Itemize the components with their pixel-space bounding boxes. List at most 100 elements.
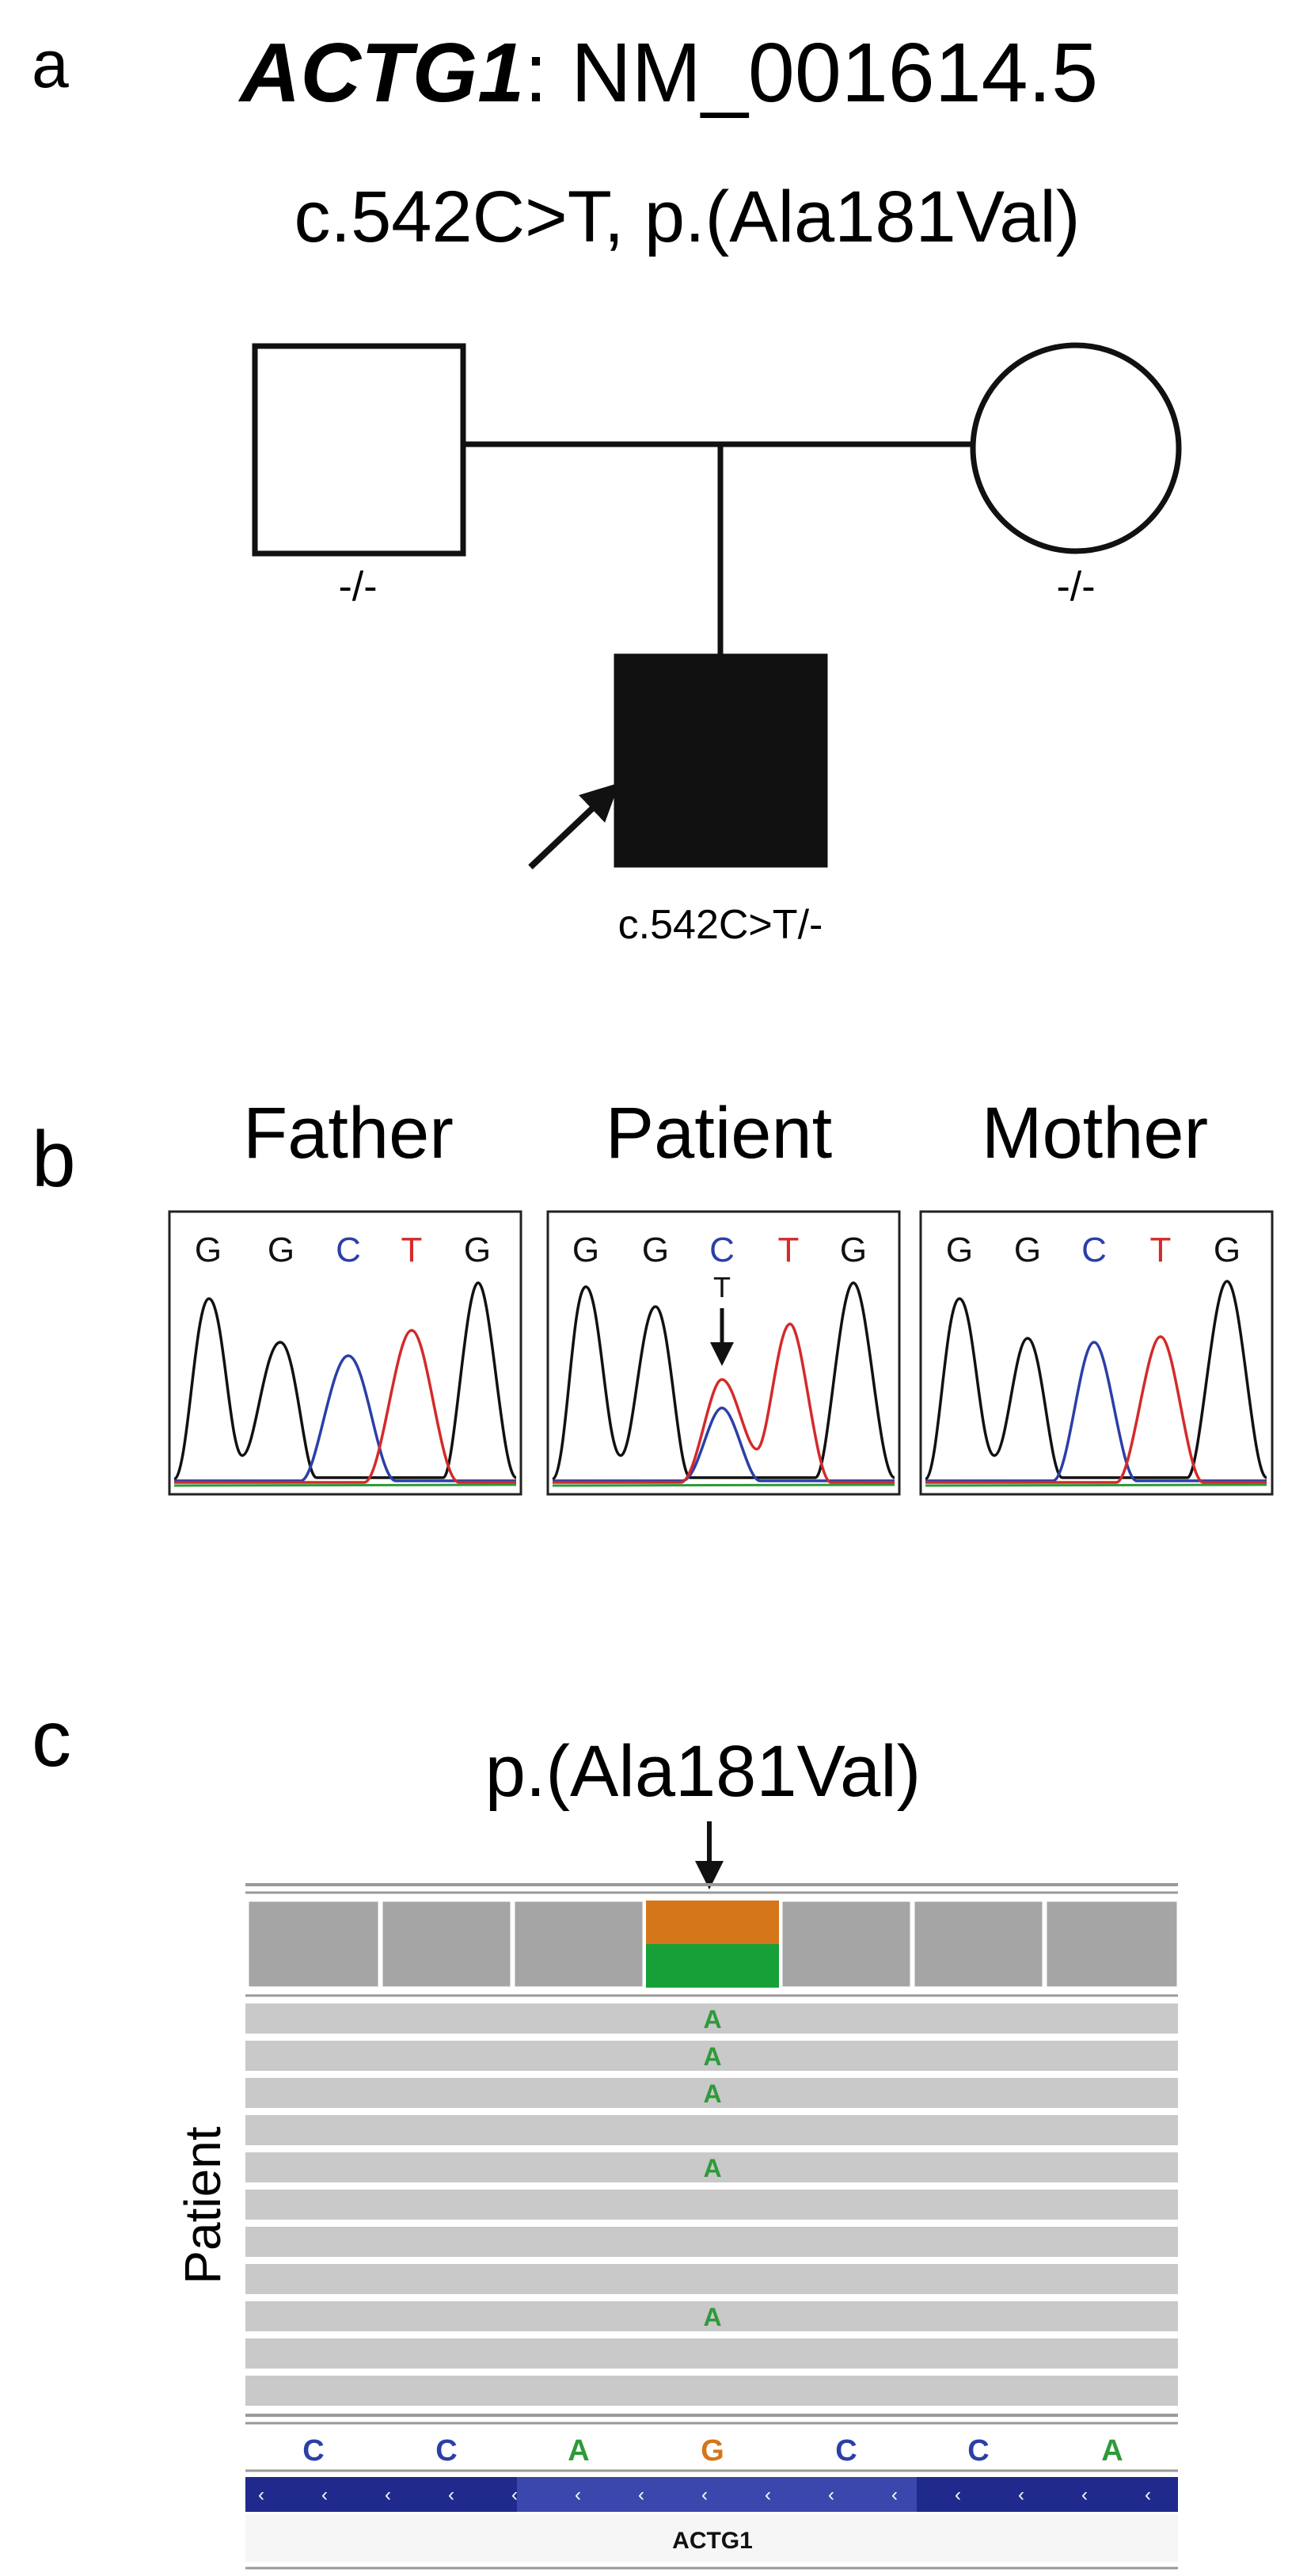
mismatch-base: A: [703, 2079, 721, 2108]
secondary-base-label: T: [713, 1271, 731, 1303]
read: [245, 2115, 1178, 2145]
reference-base: G: [701, 2434, 724, 2468]
trace-t: [174, 1329, 516, 1484]
trace-t: [553, 1322, 895, 1484]
panel-c-letter: c: [32, 1695, 71, 1783]
base-label: C: [336, 1231, 361, 1269]
svg-text:‹: ‹: [765, 2484, 771, 2506]
base-label: T: [401, 1231, 423, 1269]
coverage-alt-allele: [646, 1901, 779, 1944]
panel-a-title: ACTG1: NM_001614.5: [237, 26, 1098, 120]
trace-a: [552, 1483, 895, 1487]
svg-text:‹: ‹: [891, 2484, 898, 2506]
trace-c: [925, 1341, 1267, 1482]
panel-b-letter: b: [32, 1115, 76, 1204]
father-symbol: [252, 343, 466, 557]
gene-name: ACTG1: [237, 26, 524, 120]
base-label: G: [642, 1231, 669, 1269]
trace-g: [924, 1280, 1268, 1481]
mother-label: Mother: [982, 1093, 1208, 1174]
trace-a: [925, 1483, 1267, 1487]
svg-text:‹: ‹: [828, 2484, 834, 2506]
base-label: G: [1214, 1231, 1241, 1269]
read-pileup: A A A A A: [245, 2003, 1178, 2406]
panel-c: c p.(Ala181Val): [32, 1695, 1180, 2570]
read: [245, 2190, 1178, 2220]
trace-g: [551, 1281, 895, 1481]
svg-text:‹: ‹: [1018, 2484, 1024, 2506]
reference-base: C: [967, 2434, 989, 2468]
svg-text:‹: ‹: [1081, 2484, 1088, 2506]
read: [245, 2227, 1178, 2257]
svg-text:‹: ‹: [701, 2484, 708, 2506]
reference-base: C: [302, 2434, 324, 2468]
svg-text:‹: ‹: [575, 2484, 581, 2506]
read: [245, 2003, 1178, 2034]
trace-c: [553, 1406, 895, 1482]
base-label: G: [946, 1231, 973, 1269]
base-label: G: [464, 1231, 491, 1269]
coverage-track: [246, 1899, 1180, 1989]
base-label: G: [572, 1231, 599, 1269]
base-label: G: [840, 1231, 867, 1269]
gene-label: ACTG1: [672, 2528, 753, 2554]
chromatogram-mother: G G C T G: [919, 1210, 1274, 1496]
mismatch-base: A: [703, 2005, 721, 2034]
panel-a: a ACTG1: NM_001614.5 c.542C>T, p.(Ala181…: [32, 26, 1182, 948]
coverage-ref-allele: [646, 1944, 779, 1988]
reference-base: A: [568, 2434, 589, 2468]
variant-label: p.(Ala181Val): [485, 1731, 921, 1812]
base-label: G: [1014, 1231, 1041, 1269]
mismatch-base: A: [703, 2154, 721, 2182]
svg-text:‹: ‹: [1145, 2484, 1151, 2506]
read: [245, 2041, 1178, 2071]
proband-arrow: [528, 782, 620, 869]
trace-c: [174, 1354, 516, 1482]
reference-base: C: [835, 2434, 857, 2468]
reference-base: C: [435, 2434, 457, 2468]
read: [245, 2264, 1178, 2294]
reference-base: A: [1101, 2434, 1123, 2468]
base-label: G: [268, 1231, 294, 1269]
track-label: Patient: [174, 2126, 231, 2284]
reference-sequence: C C A G C C A: [302, 2434, 1123, 2468]
gene-exon-highlight: [517, 2477, 917, 2512]
svg-text:‹: ‹: [448, 2484, 454, 2506]
transcript-id: : NM_001614.5: [524, 26, 1098, 120]
read: [245, 2301, 1178, 2331]
gene-track: ‹ ‹ ‹ ‹ ‹ ‹ ‹ ‹ ‹ ‹ ‹ ‹ ‹ ‹ ‹: [245, 2477, 1178, 2512]
read: [245, 2152, 1178, 2182]
trace-a: [173, 1483, 517, 1487]
chromatogram-father: G G C T G: [168, 1210, 522, 1496]
base-label: C: [1081, 1231, 1107, 1269]
base-label: T: [778, 1231, 800, 1269]
base-label: T: [1150, 1231, 1172, 1269]
mother-symbol: [970, 342, 1182, 554]
variant-description: c.542C>T, p.(Ala181Val): [294, 177, 1081, 257]
svg-text:‹: ‹: [258, 2484, 264, 2506]
svg-text:‹: ‹: [955, 2484, 961, 2506]
father-label: Father: [243, 1093, 454, 1174]
mismatch-base: A: [703, 2303, 721, 2331]
trace-g: [173, 1281, 518, 1481]
svg-text:‹: ‹: [511, 2484, 518, 2506]
panel-b: b Father Patient Mother G G C T G G G C …: [32, 1093, 1274, 1496]
trace-t: [925, 1335, 1267, 1484]
read: [245, 2338, 1178, 2369]
patient-label: Patient: [606, 1093, 832, 1174]
father-genotype: -/-: [338, 564, 377, 610]
chromatogram-patient: G G C T G T: [546, 1210, 901, 1496]
mismatch-base: A: [703, 2042, 721, 2071]
read: [245, 2078, 1178, 2108]
read: [245, 2376, 1178, 2406]
pedigree: [252, 342, 1182, 869]
svg-text:‹: ‹: [321, 2484, 328, 2506]
proband-genotype: c.542C>T/-: [618, 902, 823, 948]
base-label: G: [195, 1231, 222, 1269]
mother-genotype: -/-: [1056, 564, 1095, 610]
strand-markers: ‹ ‹ ‹ ‹ ‹ ‹ ‹ ‹ ‹ ‹ ‹ ‹ ‹ ‹ ‹: [258, 2484, 1151, 2506]
proband-symbol: [614, 653, 828, 868]
svg-text:‹: ‹: [385, 2484, 391, 2506]
svg-text:‹: ‹: [638, 2484, 644, 2506]
